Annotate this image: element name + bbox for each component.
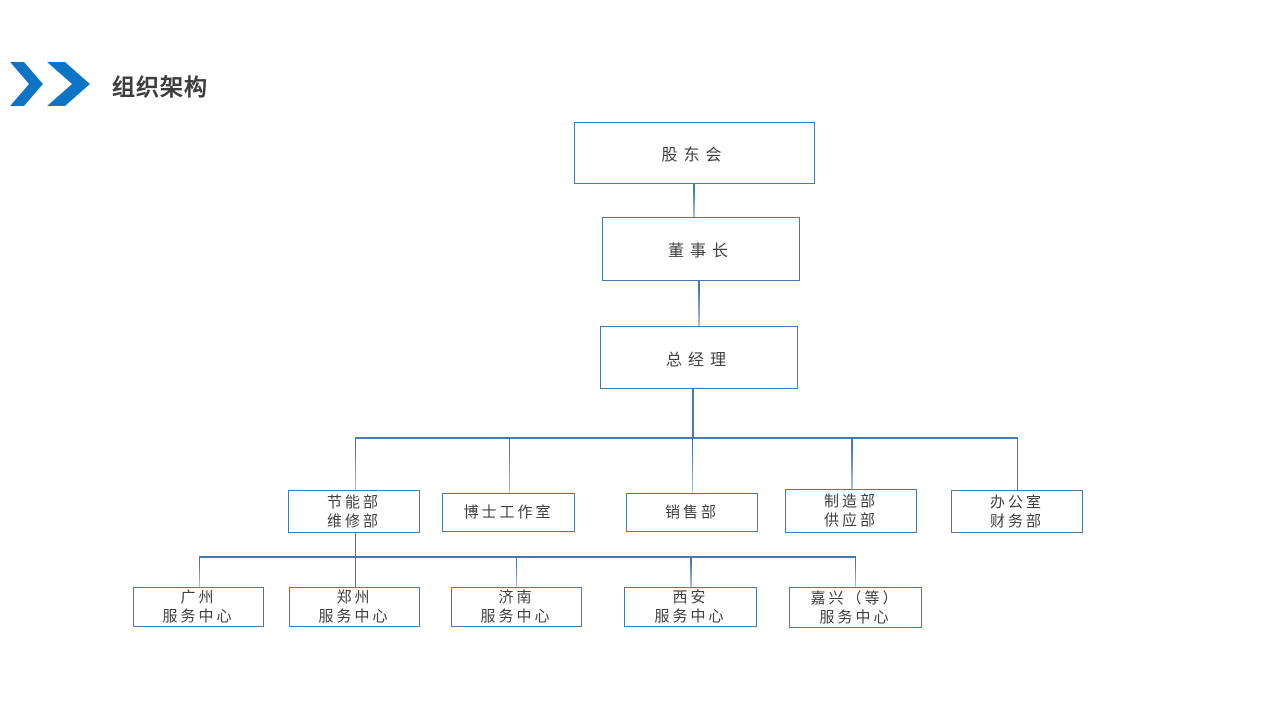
- node-label: 济南: [498, 589, 535, 606]
- connector-line: [854, 557, 856, 587]
- connector-line: [354, 438, 356, 491]
- node-label: 服务中心: [162, 608, 235, 625]
- org-node-sales-dept: 销售部: [626, 493, 758, 532]
- org-node-doctor-studio: 博士工作室: [442, 493, 575, 532]
- node-label: 供应部: [823, 512, 878, 529]
- node-label: 广州: [180, 589, 217, 606]
- double-chevron-icon: [10, 62, 90, 106]
- connector-line: [354, 533, 356, 587]
- node-label: 嘉兴（等）: [810, 589, 901, 607]
- org-node-energy-maintenance-dept: 节能部 维修部: [288, 490, 420, 533]
- org-node-manufacturing-supply-dept: 制造部 供应部: [785, 489, 917, 533]
- connector-line: [354, 437, 1018, 439]
- node-label: 办公室: [989, 493, 1044, 511]
- page-title: 组织架构: [112, 74, 208, 100]
- node-label: 服务中心: [318, 608, 391, 625]
- org-node-general-manager: 总经理: [600, 326, 798, 389]
- node-label: 股东会: [661, 147, 728, 164]
- org-node-office-finance-dept: 办公室 财务部: [951, 490, 1083, 533]
- node-label: 财务部: [989, 512, 1044, 530]
- connector-line: [698, 281, 700, 327]
- connector-line: [198, 557, 200, 587]
- node-label: 西安: [672, 589, 709, 606]
- org-node-zhengzhou-service-center: 郑州 服务中心: [289, 587, 420, 627]
- node-label: 制造部: [823, 493, 878, 510]
- node-label: 节能部: [326, 493, 381, 511]
- org-node-jinan-service-center: 济南 服务中心: [451, 587, 582, 627]
- org-node-jiaxing-service-center: 嘉兴（等） 服务中心: [789, 587, 922, 628]
- connector-line: [198, 556, 856, 558]
- connector-line: [691, 438, 693, 494]
- node-label: 维修部: [326, 512, 381, 530]
- node-label: 服务中心: [654, 608, 727, 625]
- node-label: 郑州: [336, 589, 373, 606]
- connector-line: [692, 389, 694, 437]
- node-label: 销售部: [664, 504, 719, 521]
- node-label: 服务中心: [480, 608, 553, 625]
- org-node-xian-service-center: 西安 服务中心: [624, 587, 757, 627]
- connector-line: [508, 438, 510, 494]
- node-label: 董事长: [667, 243, 734, 260]
- connector-line: [515, 557, 517, 587]
- org-node-shareholders: 股东会: [574, 122, 815, 184]
- connector-line: [690, 557, 692, 587]
- connector-line: [1016, 438, 1018, 491]
- node-label: 服务中心: [819, 608, 892, 626]
- org-node-chairman: 董事长: [602, 217, 800, 281]
- connector-line: [693, 184, 695, 218]
- connector-line: [851, 438, 853, 490]
- org-node-guangzhou-service-center: 广州 服务中心: [133, 587, 264, 627]
- node-label: 总经理: [665, 351, 732, 369]
- node-label: 博士工作室: [463, 504, 554, 521]
